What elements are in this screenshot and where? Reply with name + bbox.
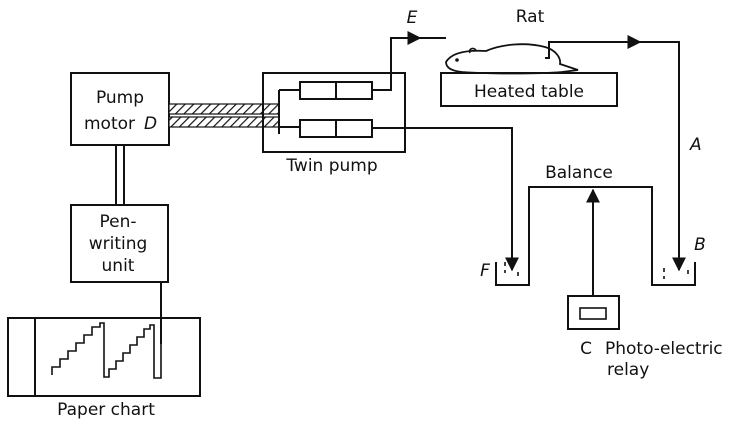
pump-motor-letter-d: D bbox=[144, 114, 157, 134]
line-a-path bbox=[545, 41, 680, 268]
pump-motor-label-line1: Pump bbox=[96, 88, 144, 108]
paper-chart-trace bbox=[51, 322, 162, 379]
beaker-f: F bbox=[480, 261, 530, 286]
photo-relay-label-line2: relay bbox=[607, 360, 649, 380]
beaker-b-body bbox=[651, 262, 696, 286]
motor-pen-linkage bbox=[115, 145, 125, 205]
line-e: E bbox=[372, 8, 446, 91]
line-e-path bbox=[372, 37, 446, 91]
letter-e: E bbox=[407, 8, 418, 28]
paper-chart-frame bbox=[7, 317, 201, 397]
pen-writing-box bbox=[70, 204, 169, 283]
beaker-b: B bbox=[651, 235, 706, 286]
photo-relay-window bbox=[579, 307, 607, 320]
balance-beam bbox=[528, 186, 653, 285]
rat-on-table: Rat Heated table bbox=[440, 7, 618, 107]
pen-label-line3: unit bbox=[102, 256, 135, 276]
paper-chart: Paper chart bbox=[7, 317, 201, 420]
pen-writing-unit: Pen- writing unit bbox=[70, 204, 169, 344]
twin-pump-label: Twin pump bbox=[285, 156, 377, 176]
letter-c: C bbox=[580, 339, 592, 359]
beaker-f-body bbox=[495, 262, 530, 286]
twin-pump: Twin pump bbox=[262, 72, 406, 176]
twin-pump-box bbox=[262, 72, 406, 153]
heated-table-label: Heated table bbox=[474, 82, 584, 102]
line-a: A bbox=[545, 35, 702, 272]
letter-b: B bbox=[694, 235, 706, 255]
line-f-path bbox=[372, 127, 513, 268]
pen-label-line1: Pen- bbox=[99, 212, 136, 232]
rat-label: Rat bbox=[516, 7, 545, 27]
photo-relay: C Photo-electric relay bbox=[567, 295, 723, 380]
letter-a: A bbox=[689, 135, 702, 155]
heated-table-box bbox=[440, 72, 618, 107]
rat-ear bbox=[468, 47, 477, 54]
photo-relay-label-line1: Photo-electric bbox=[605, 339, 723, 359]
balance-label: Balance bbox=[545, 163, 613, 183]
letter-f: F bbox=[480, 261, 490, 281]
pump-motor-label-line2: motor bbox=[84, 114, 135, 134]
balance: Balance bbox=[528, 163, 653, 296]
rat-eye bbox=[455, 58, 459, 62]
pump-motor: Pump motor D bbox=[70, 72, 170, 146]
rat-body bbox=[445, 43, 579, 75]
line-to-f bbox=[372, 127, 519, 272]
pump-motor-box bbox=[70, 72, 170, 146]
photo-relay-box bbox=[567, 295, 620, 330]
pen-label-line2: writing bbox=[89, 234, 148, 254]
paper-chart-label: Paper chart bbox=[57, 400, 155, 419]
